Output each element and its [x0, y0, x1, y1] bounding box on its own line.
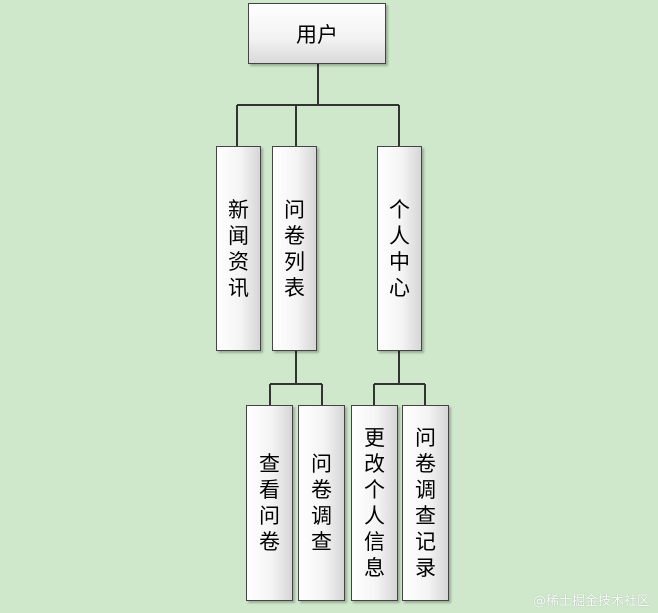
label-char: 心: [389, 275, 410, 300]
node-personal-center-label: 个人中心: [389, 197, 410, 301]
label-char: 录: [415, 556, 436, 580]
node-root-user: 用户: [248, 3, 386, 64]
label-char: 人: [389, 223, 410, 248]
label-char: 闻: [228, 223, 249, 248]
label-char: 问: [284, 197, 305, 222]
label-char: 个: [389, 197, 410, 222]
node-news: 新闻资讯: [216, 146, 261, 351]
label-char: 查: [415, 504, 436, 528]
node-edit-personal-info-label: 更改个人信息: [364, 425, 385, 581]
label-char: 中: [389, 249, 410, 274]
node-personal-center: 个人中心: [377, 146, 422, 351]
label-char: 看: [259, 478, 280, 502]
label-char: 息: [364, 556, 385, 580]
watermark: @稀土掘金技术社区: [532, 594, 650, 609]
label-char: 问: [415, 426, 436, 450]
label-char: 卷: [259, 530, 280, 554]
node-take-survey-label: 问卷调查: [311, 451, 332, 555]
label-char: 新: [228, 197, 249, 222]
node-view-survey: 查看问卷: [246, 405, 293, 601]
node-take-survey: 问卷调查: [298, 405, 345, 601]
node-survey-records-label: 问卷调查记录: [415, 425, 436, 581]
node-survey-list-label: 问卷列表: [284, 197, 305, 301]
label-char: 卷: [311, 478, 332, 502]
node-news-label: 新闻资讯: [228, 197, 249, 301]
label-char: 表: [284, 275, 305, 300]
label-char: 信: [364, 530, 385, 554]
label-char: 讯: [228, 275, 249, 300]
label-char: 查: [259, 452, 280, 476]
node-edit-personal-info: 更改个人信息: [351, 405, 398, 601]
label-char: 改: [364, 452, 385, 476]
label-char: 资: [228, 249, 249, 274]
label-char: 问: [311, 452, 332, 476]
node-survey-records: 问卷调查记录: [402, 405, 449, 601]
node-root-label: 用户: [296, 22, 338, 47]
label-char: 卷: [415, 452, 436, 476]
label-char: 调: [311, 504, 332, 528]
label-char: 列: [284, 249, 305, 274]
node-survey-list: 问卷列表: [272, 146, 317, 351]
label-char: 人: [364, 504, 385, 528]
node-view-survey-label: 查看问卷: [259, 451, 280, 555]
label-char: 调: [415, 478, 436, 502]
label-char: 更: [364, 426, 385, 450]
label-char: 记: [415, 530, 436, 554]
label-char: 卷: [284, 223, 305, 248]
label-char: 问: [259, 504, 280, 528]
label-char: 个: [364, 478, 385, 502]
label-char: 查: [311, 530, 332, 554]
